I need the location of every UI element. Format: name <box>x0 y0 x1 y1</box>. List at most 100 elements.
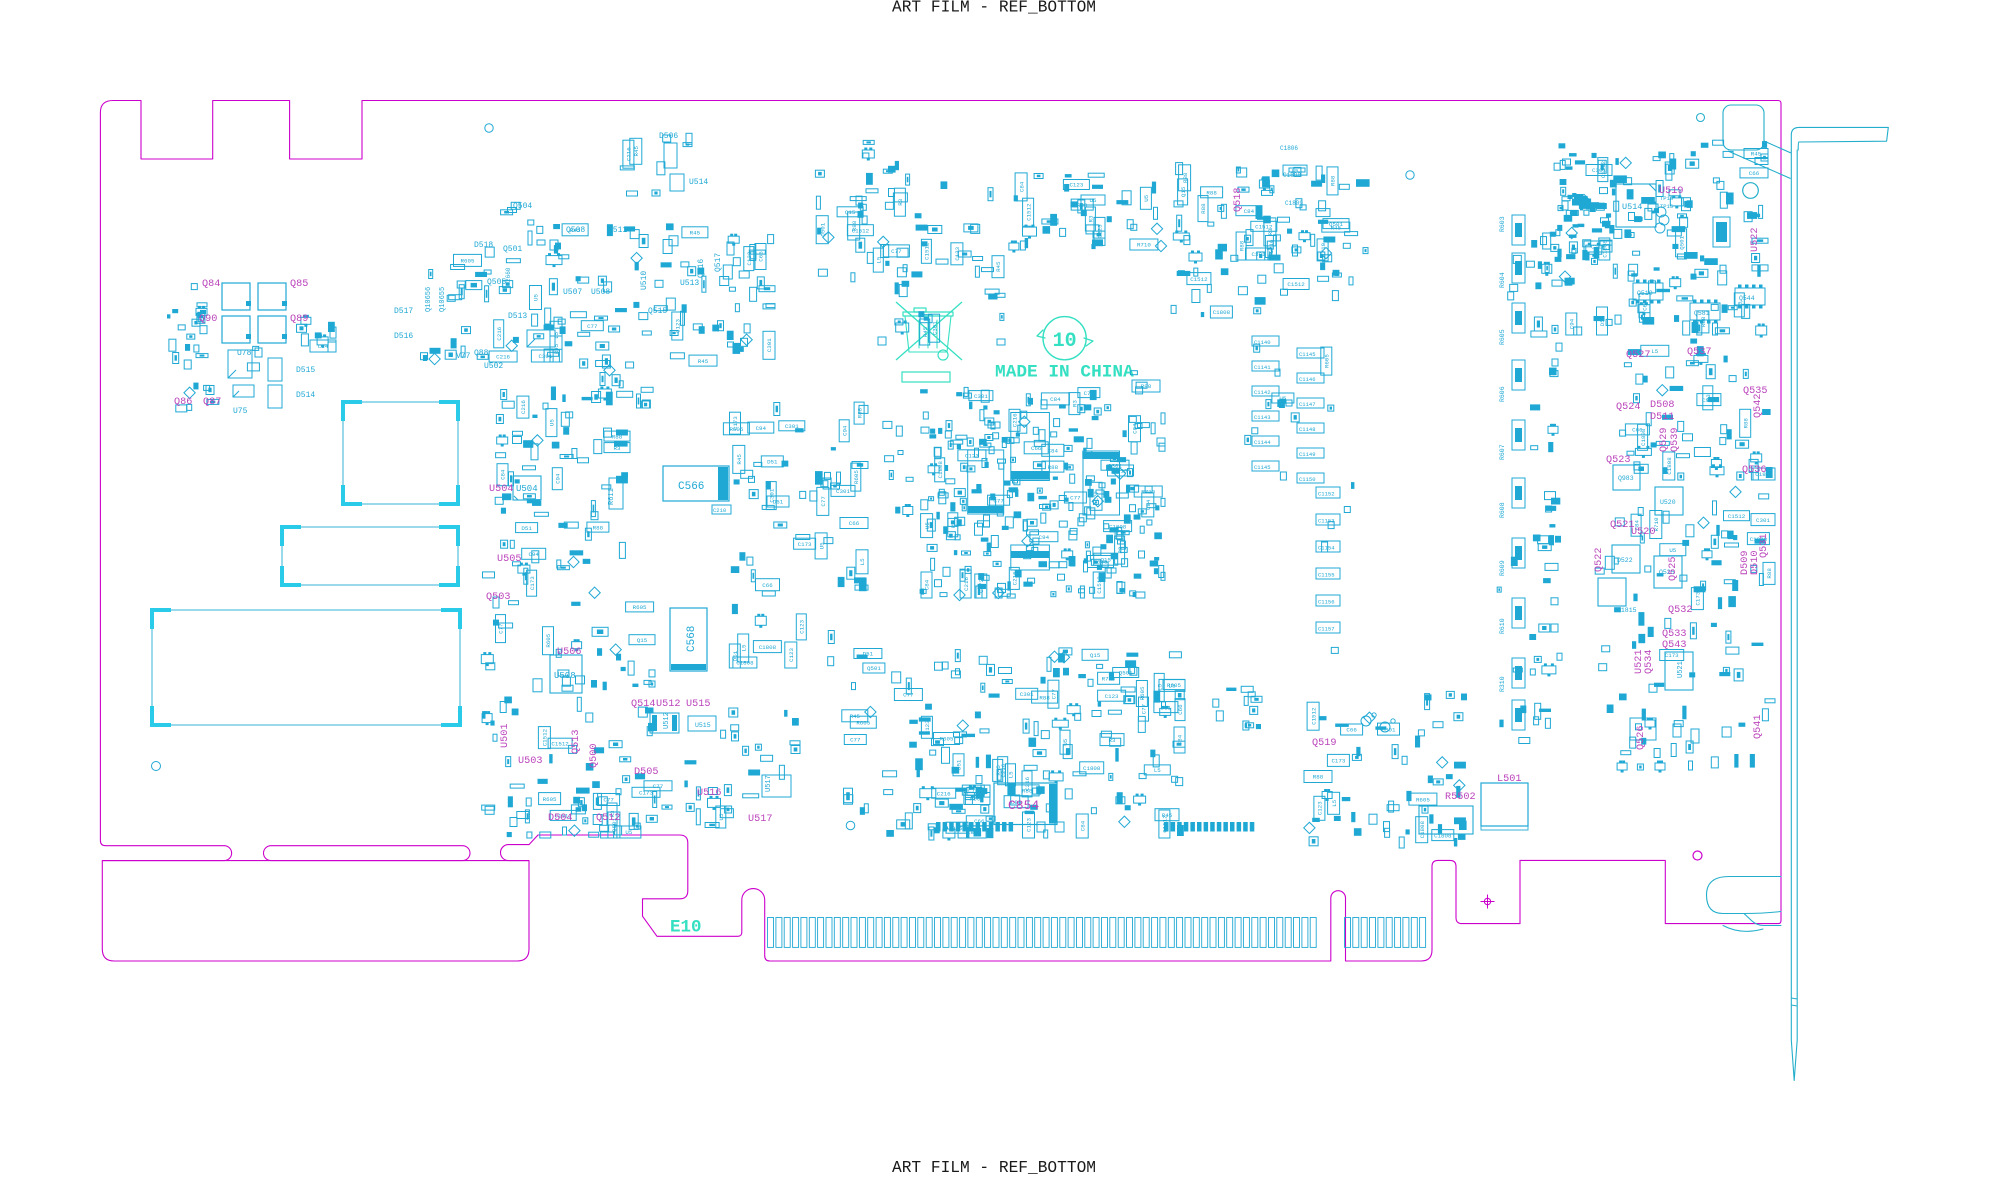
svg-text:D51: D51 <box>956 759 963 770</box>
svg-text:Q542: Q542 <box>1753 394 1764 418</box>
svg-text:C77: C77 <box>587 323 598 330</box>
svg-text:R45: R45 <box>690 230 701 237</box>
svg-text:Q501: Q501 <box>503 245 522 254</box>
svg-text:C84: C84 <box>1079 820 1086 831</box>
svg-text:Q88: Q88 <box>474 349 489 358</box>
svg-text:Q501: Q501 <box>1678 235 1685 249</box>
svg-text:Q511: Q511 <box>608 226 627 235</box>
svg-text:C301: C301 <box>974 393 988 400</box>
svg-text:D516: D516 <box>394 332 413 341</box>
svg-text:C84: C84 <box>1018 181 1025 192</box>
svg-text:R45: R45 <box>850 713 861 720</box>
svg-text:R88: R88 <box>1048 464 1059 471</box>
svg-text:Q544: Q544 <box>1739 295 1755 302</box>
svg-text:R45: R45 <box>995 765 1002 776</box>
svg-text:C84: C84 <box>1244 208 1255 215</box>
svg-text:U521: U521 <box>1677 661 1685 678</box>
svg-text:C173: C173 <box>529 576 536 590</box>
svg-text:L5: L5 <box>859 558 866 565</box>
svg-text:C1512: C1512 <box>551 740 569 747</box>
svg-text:2660: 2660 <box>505 267 512 282</box>
svg-text:U5: U5 <box>533 294 540 301</box>
svg-text:C77: C77 <box>653 783 664 790</box>
svg-text:U78: U78 <box>237 349 252 358</box>
svg-text:R45: R45 <box>995 261 1002 272</box>
svg-text:Q527: Q527 <box>1626 350 1650 361</box>
svg-text:D51: D51 <box>863 651 874 658</box>
svg-text:Q15: Q15 <box>1090 652 1101 659</box>
svg-text:Q533: Q533 <box>1662 629 1686 640</box>
svg-text:C1808: C1808 <box>1419 820 1426 838</box>
svg-text:C216: C216 <box>1591 244 1605 251</box>
svg-text:Q10655: Q10655 <box>439 287 447 312</box>
svg-text:C94: C94 <box>528 551 539 558</box>
svg-text:U507: U507 <box>563 288 582 297</box>
svg-text:C1808: C1808 <box>736 660 754 667</box>
svg-text:C854: C854 <box>1008 798 1039 813</box>
svg-text:C1808: C1808 <box>1083 765 1101 772</box>
svg-text:C1150: C1150 <box>1299 476 1316 483</box>
svg-text:C216: C216 <box>520 400 527 414</box>
svg-text:C216: C216 <box>1012 571 1019 585</box>
svg-text:R88: R88 <box>1766 568 1773 579</box>
svg-text:R605: R605 <box>856 719 870 726</box>
svg-text:C301: C301 <box>785 423 799 430</box>
svg-text:C1144: C1144 <box>1254 439 1271 446</box>
svg-text:D517: D517 <box>394 307 413 316</box>
svg-text:C301: C301 <box>1108 462 1122 469</box>
svg-text:C94: C94 <box>1039 534 1050 541</box>
svg-text:C1808: C1808 <box>759 644 777 651</box>
svg-text:R605: R605 <box>1324 354 1331 368</box>
svg-text:C216: C216 <box>496 326 503 340</box>
svg-text:R710: R710 <box>1653 517 1660 531</box>
svg-text:R606: R606 <box>1499 386 1506 402</box>
svg-text:C66: C66 <box>1346 727 1357 734</box>
svg-text:U501: U501 <box>500 724 511 748</box>
svg-text:Q500: Q500 <box>589 744 600 768</box>
svg-text:C1140: C1140 <box>1254 339 1271 346</box>
svg-text:U502: U502 <box>484 362 503 371</box>
svg-text:C66: C66 <box>1031 445 1042 452</box>
svg-text:U506: U506 <box>557 647 581 658</box>
svg-text:D51: D51 <box>732 650 739 661</box>
svg-text:C66: C66 <box>1177 704 1184 715</box>
svg-text:U75: U75 <box>233 407 248 416</box>
svg-text:Q504: Q504 <box>513 202 532 211</box>
svg-text:C1512: C1512 <box>1096 576 1103 594</box>
svg-text:K1815: K1815 <box>1617 607 1637 614</box>
svg-text:C216: C216 <box>1012 413 1019 427</box>
svg-text:C66: C66 <box>1749 170 1760 177</box>
svg-text:C123: C123 <box>788 648 795 662</box>
svg-text:L5: L5 <box>1331 799 1338 806</box>
svg-text:C1148: C1148 <box>1299 426 1316 433</box>
svg-text:C1808: C1808 <box>1283 172 1301 179</box>
svg-text:Q515: Q515 <box>648 307 667 316</box>
svg-text:C1808: C1808 <box>1213 309 1231 316</box>
svg-text:Q534: Q534 <box>1644 650 1655 674</box>
svg-text:Q517: Q517 <box>714 253 723 272</box>
svg-text:U515: U515 <box>695 722 711 729</box>
svg-text:Q501: Q501 <box>611 818 618 832</box>
svg-text:TP15: TP15 <box>1660 203 1673 210</box>
svg-text:C1145: C1145 <box>1299 351 1316 358</box>
svg-text:C1157: C1157 <box>1318 626 1335 633</box>
svg-text:R3: R3 <box>1109 737 1116 744</box>
svg-text:C66: C66 <box>849 520 860 527</box>
svg-text:U515: U515 <box>686 699 710 710</box>
svg-text:Q15: Q15 <box>637 637 648 644</box>
svg-text:R45: R45 <box>922 326 929 337</box>
svg-text:R88: R88 <box>1200 203 1207 214</box>
svg-text:R604: R604 <box>1499 272 1506 288</box>
svg-text:U5: U5 <box>1279 395 1286 402</box>
svg-text:R45: R45 <box>570 227 581 234</box>
svg-text:R88: R88 <box>856 407 863 418</box>
svg-text:R605: R605 <box>970 796 984 803</box>
svg-text:D510: D510 <box>1750 551 1761 575</box>
svg-text:C301: C301 <box>931 321 938 335</box>
svg-text:C1145: C1145 <box>1254 464 1271 471</box>
svg-text:C216: C216 <box>1114 468 1128 475</box>
svg-text:Q543: Q543 <box>1662 640 1686 651</box>
svg-text:U5: U5 <box>1062 738 1069 745</box>
svg-text:U517: U517 <box>765 775 773 792</box>
svg-text:C66: C66 <box>974 818 985 825</box>
